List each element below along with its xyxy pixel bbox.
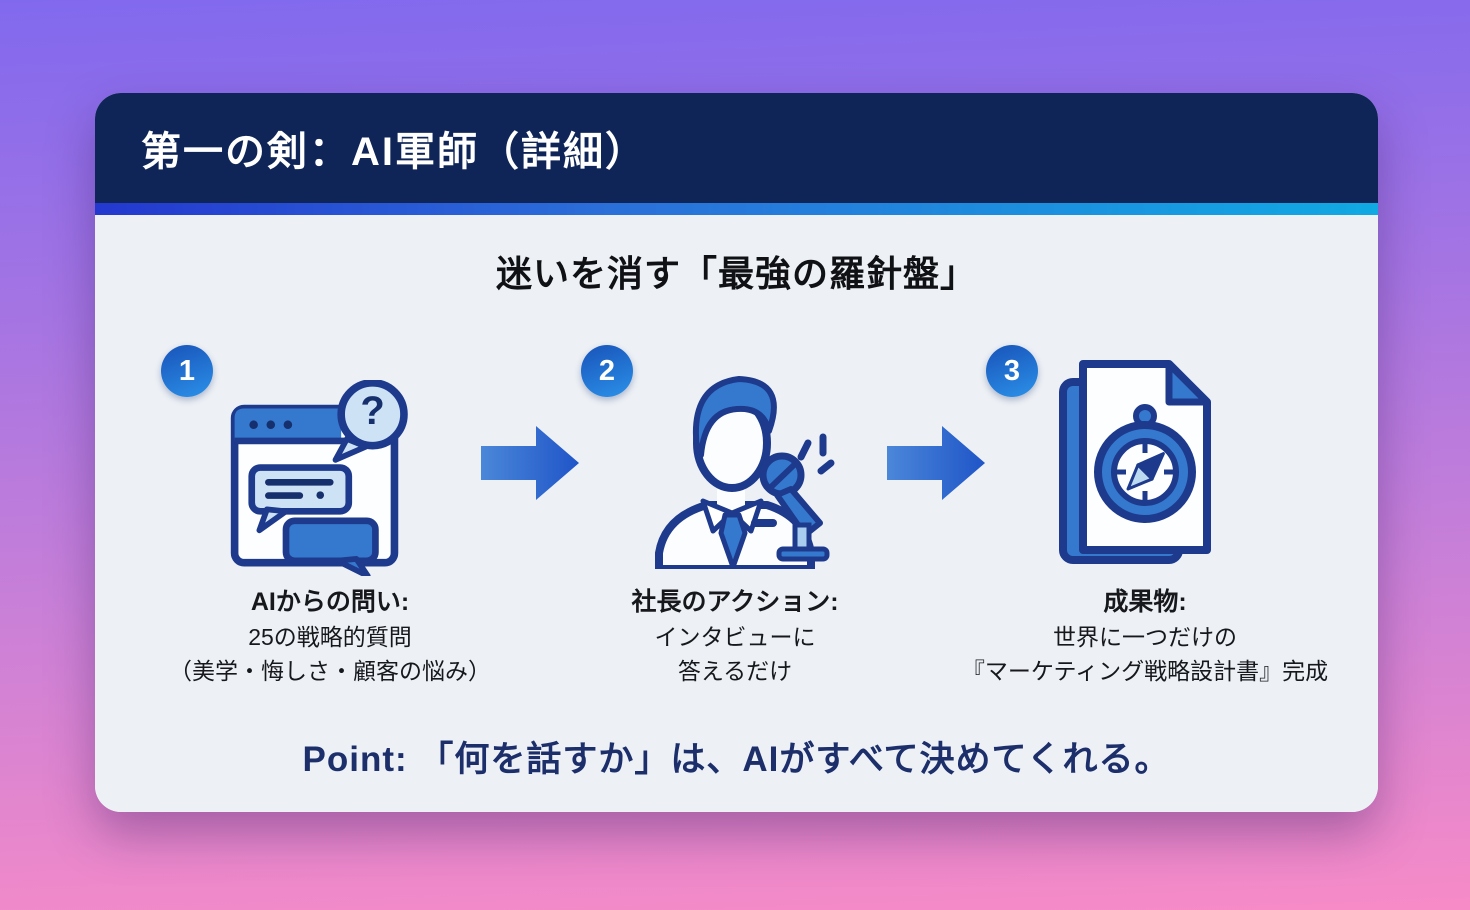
slide-subtitle: 迷いを消す「最強の羅針盤」 [495,253,977,294]
slide-title: 第一の剣：AI軍師（詳細） [141,130,647,174]
step-number-badge: 2 [581,345,633,397]
arrow-right-icon [887,426,985,500]
chat-question-icon: ? [230,380,408,576]
step-line: （美学・悔しさ・顧客の悩み） [169,658,491,684]
step-line: 25の戦略的質問 [248,624,412,650]
slide-card: 第一の剣：AI軍師（詳細） 迷いを消す「最強の羅針盤」 1 2 3 ? [95,93,1378,812]
step-heading: AIからの問い: [250,588,410,616]
slide-body: 迷いを消す「最強の羅針盤」 1 2 3 ? [95,215,1378,812]
header-accent-stripe [95,203,1378,215]
step-line: インタビューに [654,624,816,650]
step-number-badge: 1 [161,345,213,397]
step-heading: 社長のアクション: [631,588,839,616]
step-2-label: 社長のアクション: インタビューに 答えるだけ [535,585,935,688]
step-line: 世界に一つだけの [1053,624,1237,650]
step-number-badge: 3 [986,345,1038,397]
slide-header: 第一の剣：AI軍師（詳細） [95,93,1378,203]
arrow-right-icon [481,426,579,500]
step-1-label: AIからの問い: 25の戦略的質問 （美学・悔しさ・顧客の悩み） [125,585,535,688]
document-compass-icon [1059,360,1211,564]
step-line: 答えるだけ [677,658,793,684]
interview-microphone-icon [655,376,835,569]
svg-text:?: ? [360,389,384,433]
step-heading: 成果物: [1103,588,1187,616]
step-line: 『マーケティング戦略設計書』完成 [961,658,1329,684]
step-3-label: 成果物: 世界に一つだけの 『マーケティング戦略設計書』完成 [928,585,1362,688]
point-summary: Point: 「何を話すか」は、AIがすべて決めてくれる。 [302,740,1171,779]
